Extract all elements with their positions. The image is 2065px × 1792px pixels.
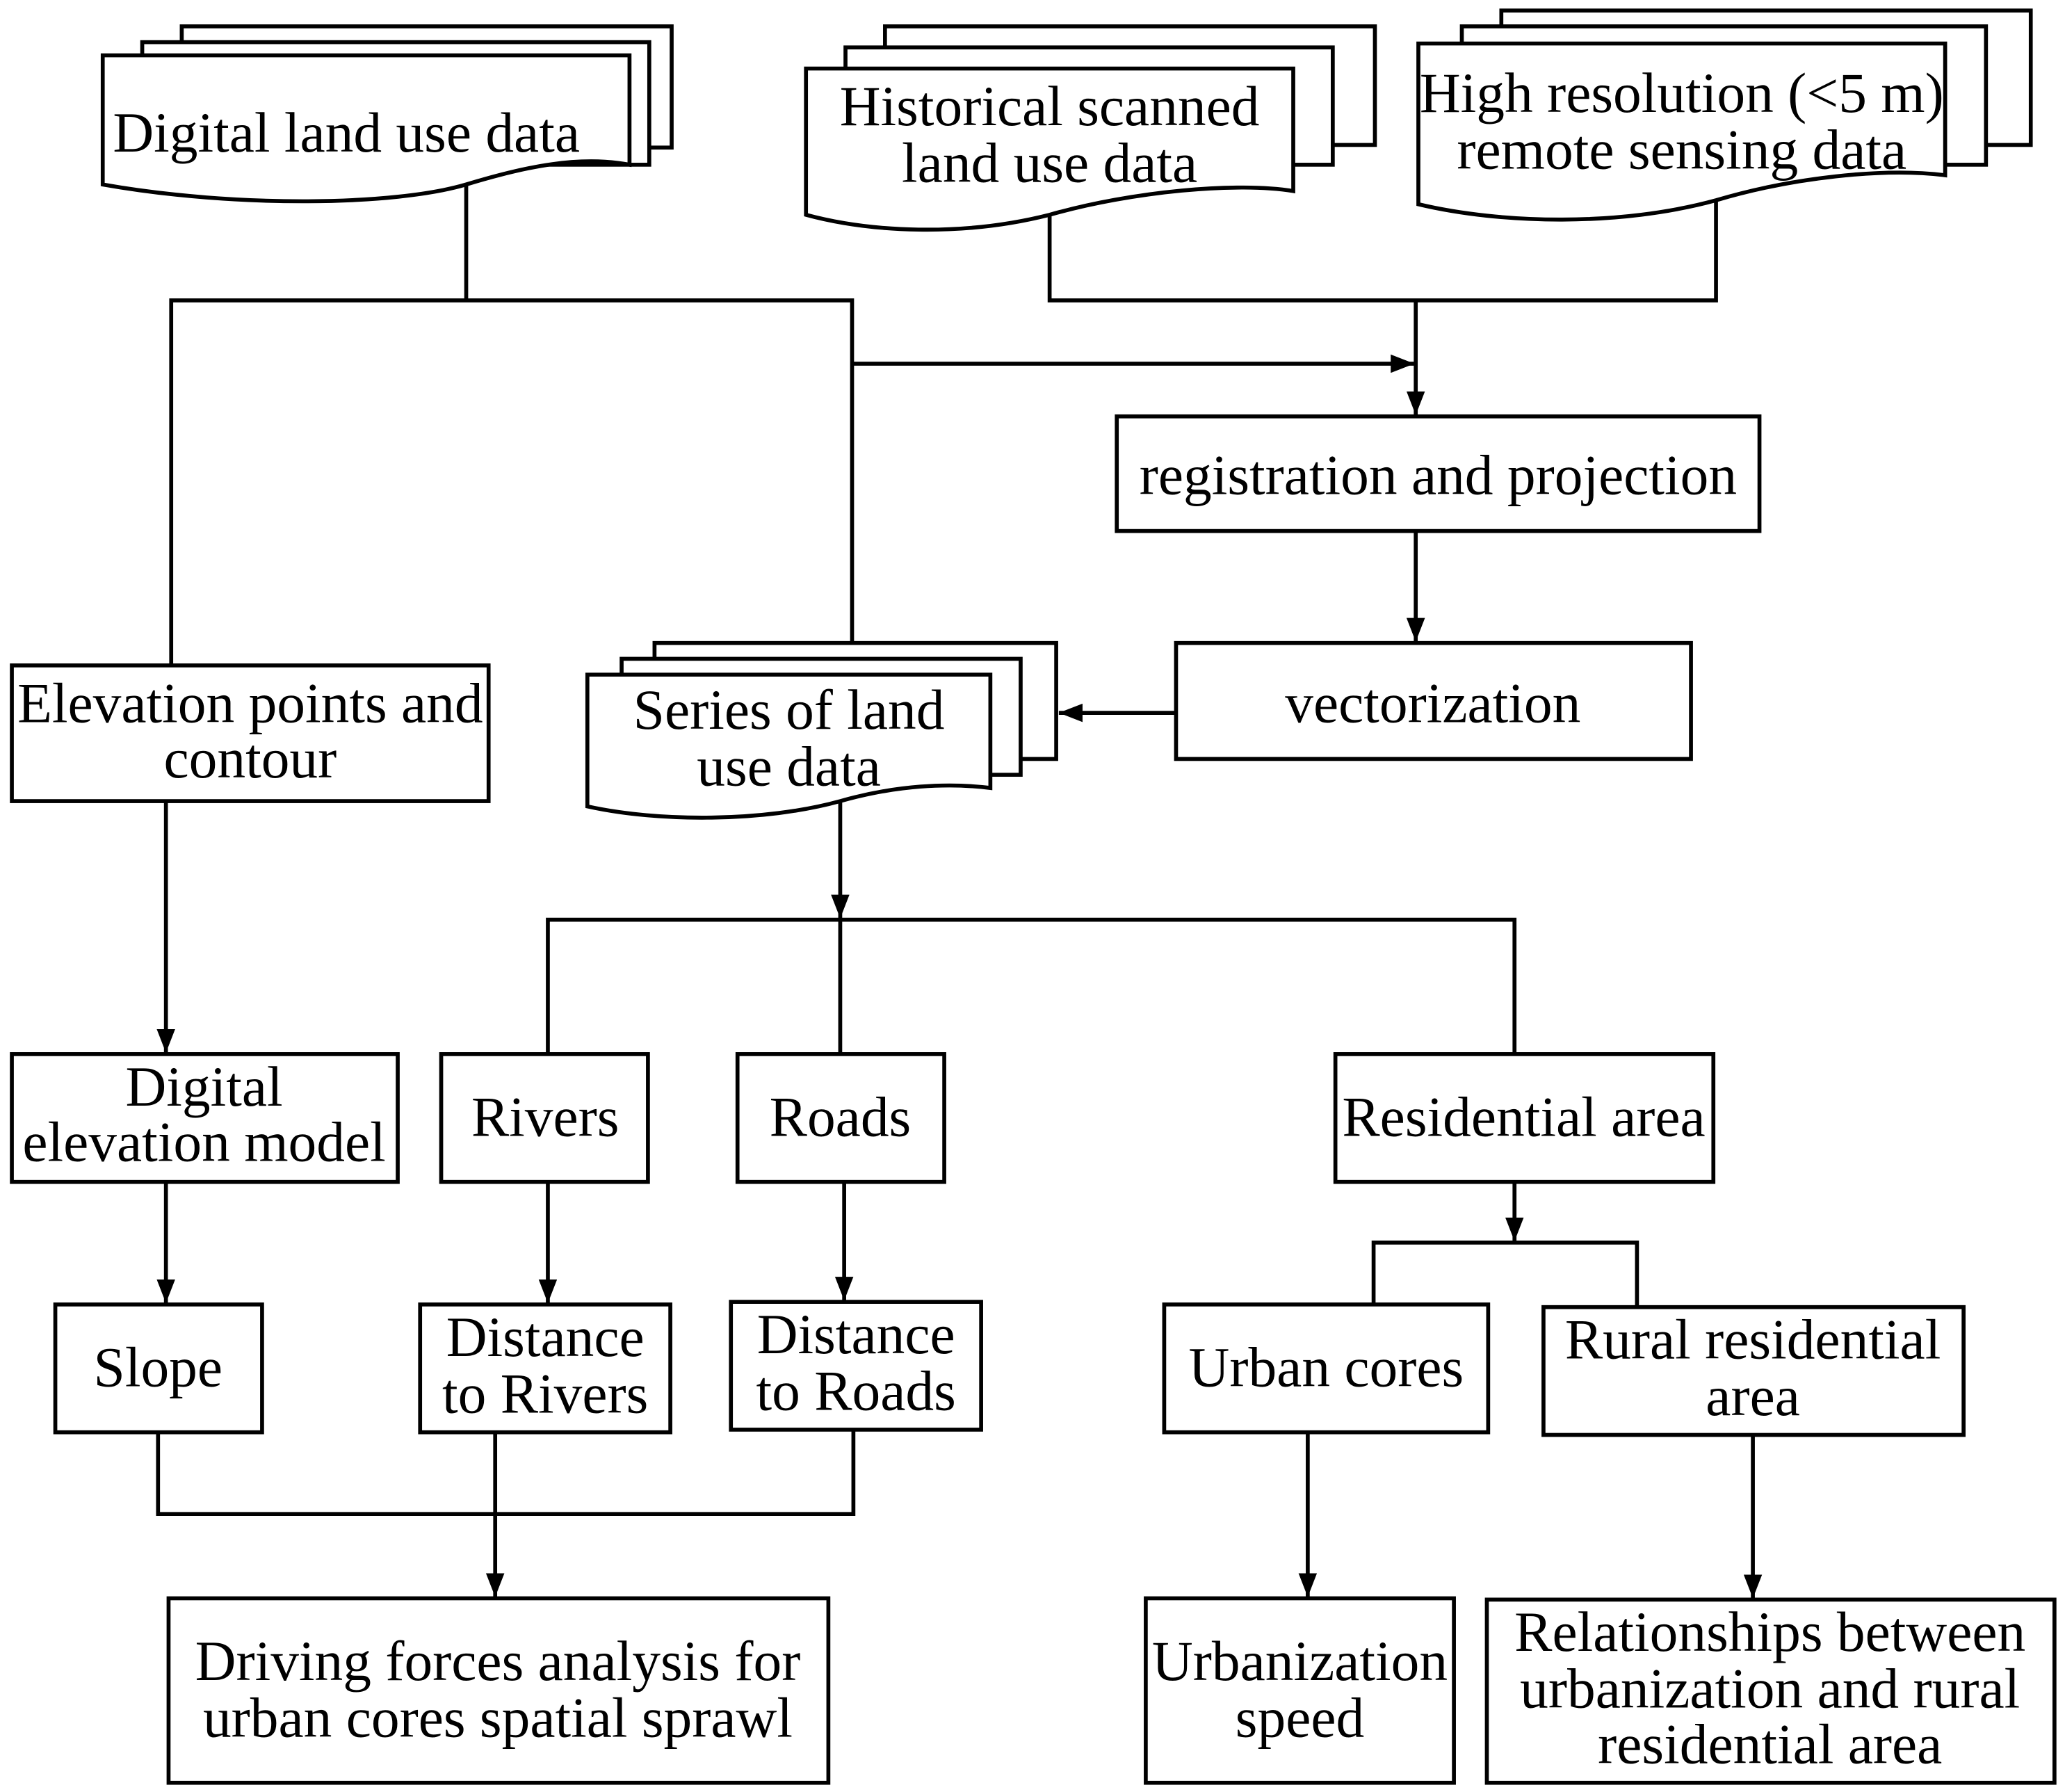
relationships-label-line-2: urbanization and rural (1520, 1657, 2020, 1720)
process-box (729, 1300, 983, 1432)
rivers-node: Rivers (439, 1052, 650, 1184)
connector-digital-land-use-branches (169, 298, 855, 665)
rural-residential-area-label-line-2: area (1706, 1364, 1800, 1428)
rural-residential-area-label-line-1: Rural residential (1565, 1308, 1941, 1371)
urban-cores-node: Urban cores (1162, 1302, 1491, 1435)
connector-series-branches (546, 917, 1517, 1054)
distance-to-rivers-node: Distance to Rivers (418, 1302, 672, 1435)
process-box (1144, 1596, 1456, 1785)
historical-scanned-land-use-data-node: Historical scanned land use data (804, 24, 1377, 232)
residential-area-label: Residential area (1342, 1085, 1705, 1148)
digital-land-use-data-node: Digital land use data (100, 24, 674, 204)
process-box (439, 1052, 650, 1184)
driving-forces-analysis-node: Driving forces analysis for urban cores … (166, 1596, 831, 1785)
driving-forces-label-line-2: urban cores spatial sprawl (203, 1686, 793, 1749)
relationships-label-line-1: Relationships between (1514, 1600, 2025, 1663)
digital-land-use-data-label: Digital land use data (113, 101, 580, 164)
connector-residential-branches (1371, 1241, 1639, 1307)
urbanization-speed-node: Urbanization speed (1144, 1596, 1456, 1785)
elevation-points-label-line-1: Elevation points and (17, 671, 483, 734)
process-box (1541, 1305, 1966, 1437)
process-box (1115, 414, 1762, 533)
rural-residential-area-node: Rural residential area (1541, 1305, 1966, 1437)
historical-scanned-label-line-1: Historical scanned (840, 74, 1260, 138)
urbanization-speed-label-line-2: speed (1236, 1686, 1364, 1749)
connectors (156, 181, 1763, 1599)
roads-node: Roads (735, 1052, 946, 1184)
document-sheet-front (804, 66, 1295, 232)
slope-node: Slope (53, 1302, 264, 1435)
high-resolution-label-line-1: High resolution (<5 m) (1420, 61, 1944, 124)
series-of-land-use-label-line-1: Series of land (633, 678, 945, 741)
connector-factors-join (156, 1429, 856, 1517)
residential-area-node: Residential area (1333, 1052, 1716, 1184)
driving-forces-label-line-1: Driving forces analysis for (195, 1629, 801, 1693)
process-box (10, 1052, 400, 1184)
digital-elevation-model-node: Digital elevation model (10, 1052, 400, 1184)
roads-label: Roads (770, 1085, 912, 1148)
distance-to-rivers-label-line-2: to Rivers (442, 1362, 648, 1425)
urbanization-speed-label-line-1: Urbanization (1152, 1629, 1448, 1693)
urban-cores-label: Urban cores (1189, 1335, 1464, 1398)
elevation-points-label-line-2: contour (163, 727, 337, 790)
process-box (735, 1052, 946, 1184)
distance-to-roads-node: Distance to Roads (729, 1300, 983, 1432)
series-of-land-use-label-line-2: use data (697, 734, 881, 798)
distance-to-roads-label-line-1: Distance (757, 1302, 955, 1366)
series-of-land-use-data-node: Series of land use data (585, 640, 1058, 820)
process-box (166, 1596, 831, 1785)
document-sheet-front (1416, 41, 1947, 222)
relationships-label-line-3: residential area (1598, 1712, 1942, 1775)
process-box (1333, 1052, 1716, 1184)
process-box (418, 1302, 672, 1435)
high-resolution-label-line-2: remote sensing data (1457, 118, 1906, 181)
process-box (1174, 640, 1693, 761)
vectorization-label: vectorization (1285, 671, 1580, 734)
distance-to-rivers-label-line-1: Distance (446, 1305, 645, 1369)
document-sheet-front (100, 53, 632, 204)
relationships-node: Relationships between urbanization and r… (1484, 1597, 2057, 1785)
process-box (53, 1302, 264, 1435)
process-box (1484, 1597, 2057, 1785)
slope-label: Slope (94, 1335, 223, 1398)
historical-scanned-label-line-2: land use data (902, 131, 1197, 194)
process-box (1162, 1302, 1491, 1435)
process-box (10, 663, 491, 803)
rivers-label: Rivers (471, 1085, 620, 1148)
distance-to-roads-label-line-2: to Roads (756, 1359, 956, 1422)
digital-elevation-model-label-line-1: Digital (125, 1055, 282, 1118)
document-sheet-front (585, 672, 993, 820)
elevation-points-and-contour-node: Elevation points and contour (10, 663, 491, 803)
registration-and-projection-node: registration and projection (1115, 414, 1762, 533)
vectorization-node: vectorization (1174, 640, 1693, 761)
registration-and-projection-label: registration and projection (1140, 444, 1737, 507)
high-resolution-remote-sensing-data-node: High resolution (<5 m) remote sensing da… (1416, 8, 2033, 222)
digital-elevation-model-label-line-2: elevation model (22, 1110, 385, 1173)
connector-scanned-and-remote-sensing (1047, 197, 1718, 302)
